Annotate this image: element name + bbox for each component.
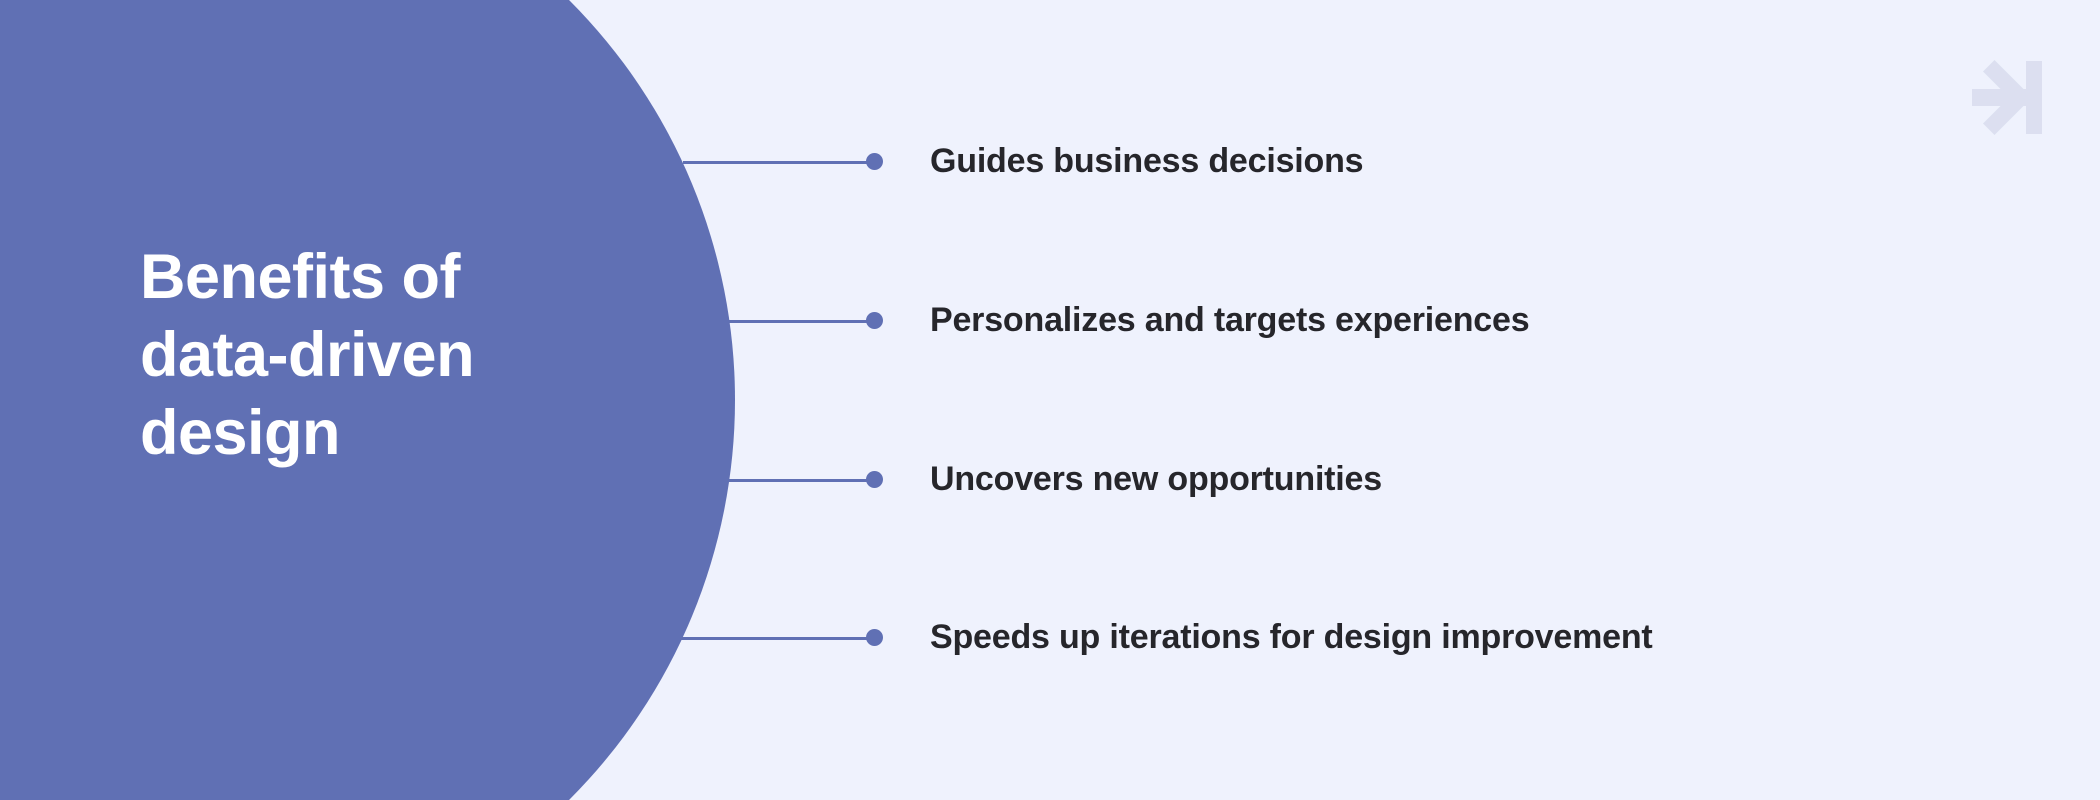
benefit-label: Speeds up iterations for design improvem… xyxy=(930,618,1653,656)
benefit-label: Personalizes and targets experiences xyxy=(930,301,1530,339)
connector-line xyxy=(683,161,867,164)
bullet-dot-icon xyxy=(866,471,883,488)
page-title: Benefits of data-driven design xyxy=(140,242,475,468)
connector-line xyxy=(723,479,867,482)
benefit-label: Uncovers new opportunities xyxy=(930,460,1382,498)
hero-circle-shape xyxy=(0,0,735,800)
bullet-dot-icon xyxy=(866,153,883,170)
connector-line xyxy=(681,637,867,640)
benefit-label: Guides business decisions xyxy=(930,142,1364,180)
bullet-dot-icon xyxy=(866,312,883,329)
bullet-dot-icon xyxy=(866,629,883,646)
connector-line xyxy=(727,320,867,323)
arrow-to-line-right-icon xyxy=(1972,55,2042,140)
